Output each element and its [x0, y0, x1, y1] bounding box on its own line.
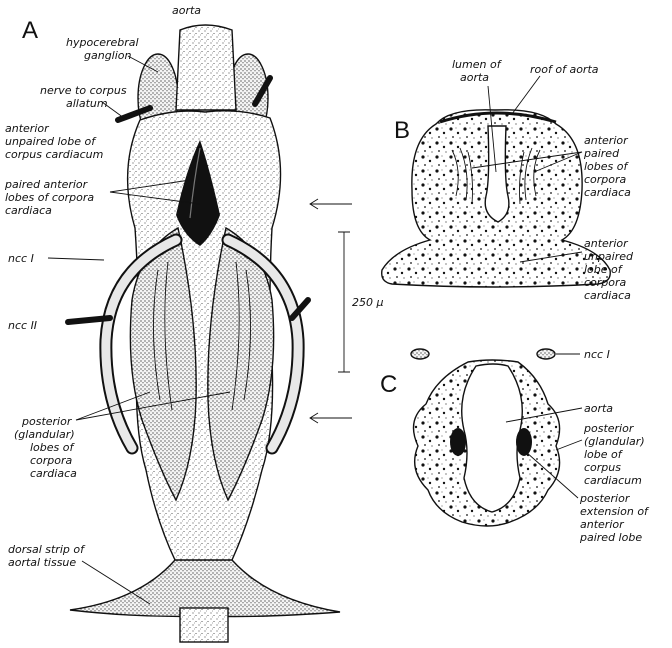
label-unpaired-b-3: lobe of	[584, 263, 624, 276]
label-ncc-i-a: ncc I	[8, 252, 34, 265]
panel-c-drawing	[411, 349, 560, 526]
label-extension-1: posterior	[579, 492, 631, 505]
scale-bar-label: 250 μ	[352, 296, 384, 309]
section-b-lumen	[485, 126, 509, 222]
label-ncc-i-c: ncc I	[584, 348, 610, 361]
panel-label-b: B	[394, 117, 410, 144]
label-lumen-1: lumen of	[452, 58, 503, 71]
label-nerve-1: nerve to corpus	[40, 84, 127, 97]
label-hypocerebral-2: ganglion	[84, 49, 132, 62]
label-paired-b-2: paired	[583, 147, 620, 160]
label-unpaired-b-4: corpora	[584, 276, 627, 289]
label-paired-b-4: corpora	[584, 173, 627, 186]
label-paired-b-3: lobes of	[584, 160, 629, 173]
label-posterior-5: cardiaca	[30, 467, 77, 480]
ncc-ii-left	[68, 318, 110, 322]
scale-bar: 250 μ	[338, 232, 384, 372]
label-extension-4: paired lobe	[579, 531, 642, 544]
panel-label-c: C	[380, 371, 397, 398]
label-extension-2: extension of	[580, 505, 650, 518]
label-nerve-2: allatum	[66, 97, 108, 110]
label-dorsal-1: dorsal strip of	[8, 543, 86, 556]
arrow-to-section-b	[310, 199, 352, 209]
section-c-extension-right	[516, 428, 532, 456]
label-anterior-unpaired-2: unpaired lobe of	[5, 135, 97, 148]
label-posterior-c-5: cardiacum	[584, 474, 642, 487]
label-posterior-c-1: posterior	[583, 422, 635, 435]
label-anterior-unpaired-3: corpus cardiacum	[5, 148, 103, 161]
label-paired-anterior-2: lobes of corpora	[5, 191, 94, 204]
label-dorsal-2: aortal tissue	[8, 556, 76, 569]
label-unpaired-b-1: anterior	[584, 237, 629, 250]
label-posterior-c-2: (glandular)	[584, 435, 645, 448]
label-lumen-2: aorta	[460, 71, 489, 84]
label-ncc-ii-a: ncc II	[8, 319, 37, 332]
label-paired-anterior-3: cardiaca	[5, 204, 52, 217]
section-c-ncc-i-left	[411, 349, 429, 359]
label-unpaired-b-2: unpaired	[584, 250, 634, 263]
label-posterior-c-4: corpus	[584, 461, 621, 474]
label-hypocerebral-1: hypocerebral	[66, 36, 139, 49]
label-roof: roof of aorta	[530, 63, 599, 76]
label-posterior-4: corpora	[30, 454, 73, 467]
aorta-tube-top	[176, 25, 236, 110]
panel-label-a: A	[22, 17, 38, 44]
label-paired-b-5: cardiaca	[584, 186, 631, 199]
section-c-extension-left	[450, 428, 466, 456]
label-extension-3: anterior	[580, 518, 625, 531]
label-anterior-unpaired-1: anterior	[5, 122, 50, 135]
arrow-to-section-c	[310, 413, 352, 423]
section-c-aorta-lumen	[462, 364, 523, 512]
label-posterior-c-3: lobe of	[584, 448, 624, 461]
section-c-ncc-i-right	[537, 349, 555, 359]
label-posterior-2: (glandular)	[14, 428, 75, 441]
label-paired-b-1: anterior	[584, 134, 629, 147]
panel-a-drawing	[68, 25, 340, 642]
panel-b-drawing	[382, 110, 611, 287]
label-aorta-c: aorta	[584, 402, 613, 415]
aorta-tube-bottom	[180, 608, 228, 642]
label-posterior-1: posterior	[21, 415, 73, 428]
label-paired-anterior-1: paired anterior	[4, 178, 89, 191]
label-aorta-a: aorta	[172, 4, 201, 17]
label-unpaired-b-5: cardiaca	[584, 289, 631, 302]
label-posterior-3: lobes of	[30, 441, 75, 454]
